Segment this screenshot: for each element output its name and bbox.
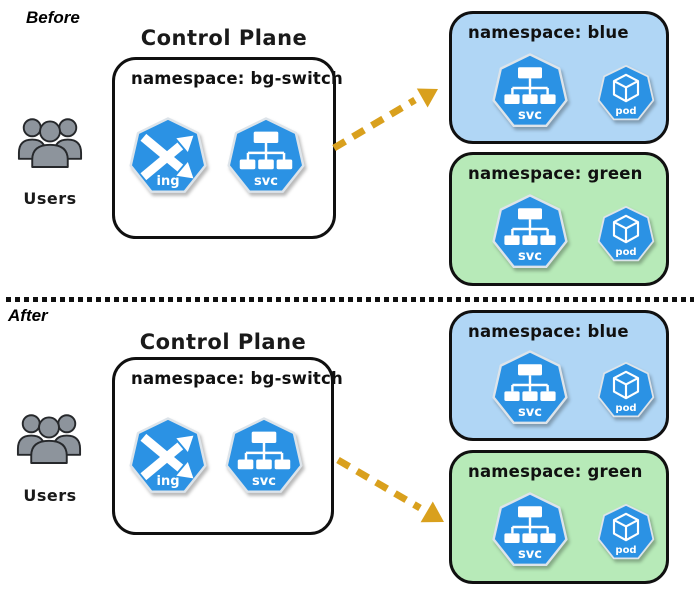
- control-plane-title: Control Plane: [140, 26, 308, 50]
- control-plane-box: namespace: bg-switch ing svc: [112, 57, 343, 239]
- namespace-label-green: namespace: green: [468, 462, 643, 481]
- service-icon: svc: [490, 52, 570, 132]
- namespace-label-bg-switch: namespace: bg-switch: [131, 369, 343, 388]
- pod-icon: pod: [596, 503, 656, 563]
- namespace-label-green: namespace: green: [468, 164, 643, 183]
- pod-icon: pod: [596, 361, 656, 421]
- service-icon: svc: [223, 416, 305, 498]
- control-plane-box: namespace: bg-switch ing svc: [112, 357, 343, 535]
- users-label: Users: [23, 486, 77, 505]
- traffic-arrow-to-green: [336, 456, 444, 523]
- ingress-icon: ing: [127, 416, 209, 498]
- namespace-label-blue: namespace: blue: [468, 322, 629, 341]
- ingress-icon: ing: [127, 116, 209, 198]
- namespace-box-green: namespace: green svc pod: [449, 450, 669, 584]
- namespace-label-bg-switch: namespace: bg-switch: [131, 69, 343, 88]
- namespace-box-blue: namespace: blue svc pod: [449, 310, 669, 441]
- control-plane-title: Control Plane: [139, 330, 307, 354]
- users-icon: [12, 408, 86, 478]
- namespace-box-blue: namespace: blue svc pod: [449, 11, 669, 144]
- service-icon: svc: [490, 491, 570, 571]
- users-icon: [13, 112, 87, 182]
- namespace-label-blue: namespace: blue: [468, 23, 629, 42]
- section-label-after: After: [8, 306, 48, 325]
- service-icon: svc: [225, 116, 307, 198]
- section-label-before: Before: [26, 8, 80, 27]
- traffic-arrow-to-blue: [332, 88, 438, 152]
- pod-icon: pod: [596, 64, 656, 124]
- divider-dotted: [6, 297, 694, 302]
- users-label: Users: [23, 189, 77, 208]
- namespace-box-green: namespace: green svc pod: [449, 152, 669, 286]
- service-icon: svc: [490, 349, 570, 429]
- pod-icon: pod: [596, 205, 656, 265]
- service-icon: svc: [490, 193, 570, 273]
